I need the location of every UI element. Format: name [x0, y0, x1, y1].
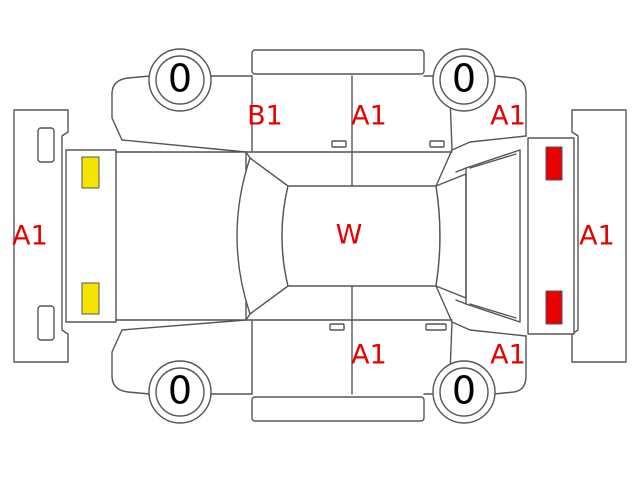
rear-fascia	[527, 137, 575, 335]
left-side-profile	[111, 75, 527, 187]
tire-right-rear-value: 0	[452, 369, 476, 413]
tire-left-front-value: 0	[168, 57, 192, 101]
label-left-rear-door: A1	[351, 101, 387, 132]
front-bumper	[13, 109, 69, 363]
label-roof: W	[336, 220, 363, 251]
tire-right-rear: 0	[432, 360, 496, 424]
tire-left-front: 0	[148, 48, 212, 112]
left-rocker-panel	[251, 49, 425, 75]
front-fascia	[65, 149, 117, 323]
label-left-front-door: B1	[247, 101, 283, 132]
label-rear-bumper: A1	[579, 221, 615, 252]
tire-right-front-value: 0	[168, 369, 192, 413]
top-view-body	[115, 149, 521, 323]
rear-right-lamp	[545, 290, 563, 325]
tire-right-front: 0	[148, 360, 212, 424]
label-right-rear-quarter: A1	[490, 340, 526, 371]
label-right-rear-door: A1	[351, 340, 387, 371]
right-rocker-panel	[251, 396, 425, 422]
label-front-bumper: A1	[12, 221, 48, 252]
front-left-lamp	[81, 156, 100, 189]
rear-left-lamp	[545, 146, 563, 181]
label-left-rear-quarter: A1	[490, 101, 526, 132]
right-side-profile	[111, 285, 527, 395]
tire-left-rear-value: 0	[452, 57, 476, 101]
front-right-lamp	[81, 282, 100, 315]
tire-left-rear: 0	[432, 48, 496, 112]
